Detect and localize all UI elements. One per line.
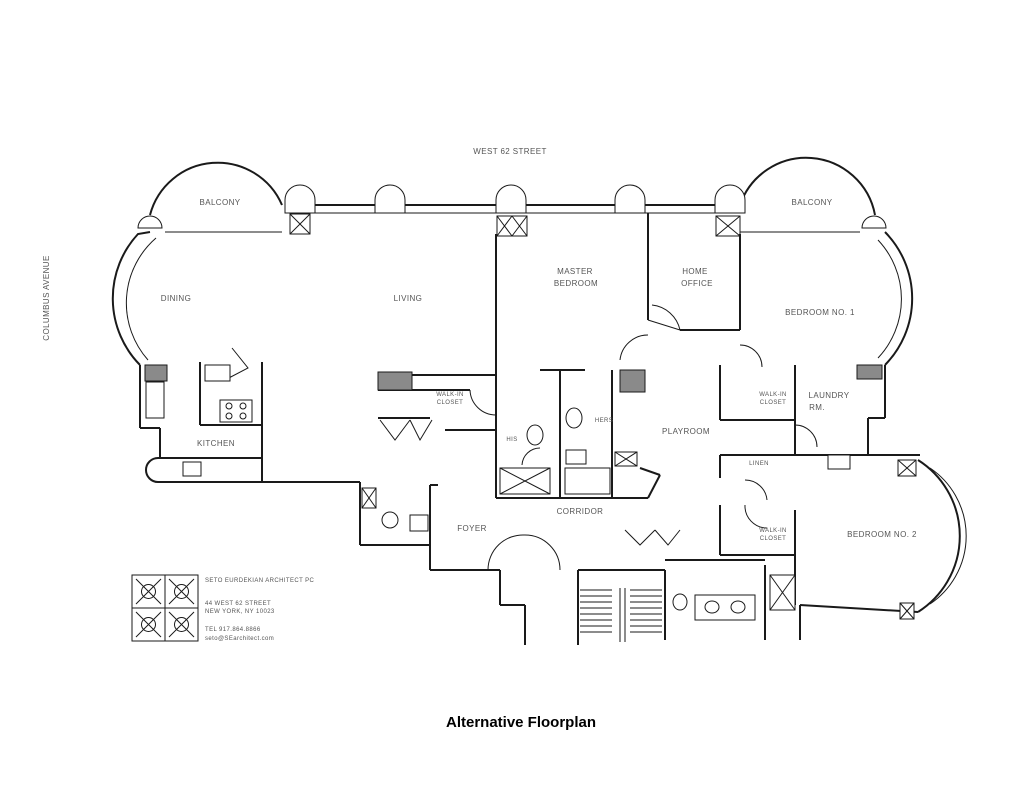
fixtures [144, 364, 917, 642]
room-label-balcony-left: BALCONY [199, 198, 240, 207]
interior-walls [199, 213, 868, 645]
room-label-walkin-closet-b2-2: CLOSET [760, 536, 786, 542]
architect-email: seto@SEarchitect.com [205, 636, 274, 642]
room-label-master-bedroom-2: BEDROOM [554, 279, 598, 288]
room-label-walkin-closet-b2-1: WALK-IN [759, 528, 787, 534]
architect-info: SETO EURDEKIAN ARCHITECT PC 44 WEST 62 S… [205, 578, 315, 642]
exterior-walls [111, 156, 967, 645]
room-label-playroom: PLAYROOM [662, 427, 710, 436]
architect-logo [131, 574, 199, 642]
room-label-bedroom-1: BEDROOM NO. 1 [785, 308, 855, 317]
architect-name: SETO EURDEKIAN ARCHITECT PC [205, 578, 315, 584]
room-label-home-office-2: OFFICE [681, 279, 713, 288]
room-label-dining: DINING [161, 294, 191, 303]
facade-arches [137, 184, 887, 237]
room-label-walkin-closet-living-1: WALK-IN [436, 392, 464, 398]
room-label-hers: HERS [595, 418, 613, 424]
caption: Alternative Floorplan [446, 714, 596, 731]
room-label-linen: LINEN [749, 461, 769, 467]
room-label-walkin-closet-living-2: CLOSET [437, 400, 463, 406]
architect-address-1: 44 WEST 62 STREET [205, 601, 271, 607]
architect-address-2: NEW YORK, NY 10023 [205, 609, 275, 615]
room-label-walkin-closet-b1-2: CLOSET [760, 400, 786, 406]
room-label-foyer: FOYER [457, 524, 487, 533]
room-label-bedroom-2: BEDROOM NO. 2 [847, 530, 917, 539]
room-label-master-bedroom-1: MASTER [557, 267, 593, 276]
room-label-living: LIVING [394, 294, 423, 303]
avenue-label: COLUMBUS AVENUE [42, 255, 51, 340]
room-label-home-office-1: HOME [682, 267, 708, 276]
room-label-kitchen: KITCHEN [197, 439, 235, 448]
room-label-his: HIS [506, 437, 517, 443]
room-label-laundry-1: LAUNDRY [809, 391, 850, 400]
room-label-laundry-2: RM. [809, 403, 825, 412]
room-labels: BALCONY BALCONY DINING LIVING MASTER BED… [161, 198, 917, 542]
room-label-balcony-right: BALCONY [791, 198, 832, 207]
doors [224, 304, 818, 571]
street-label: WEST 62 STREET [473, 147, 546, 156]
room-label-walkin-closet-b1-1: WALK-IN [759, 392, 787, 398]
architect-tel: TEL 917.864.8866 [205, 627, 261, 633]
room-label-corridor: CORRIDOR [557, 507, 604, 516]
